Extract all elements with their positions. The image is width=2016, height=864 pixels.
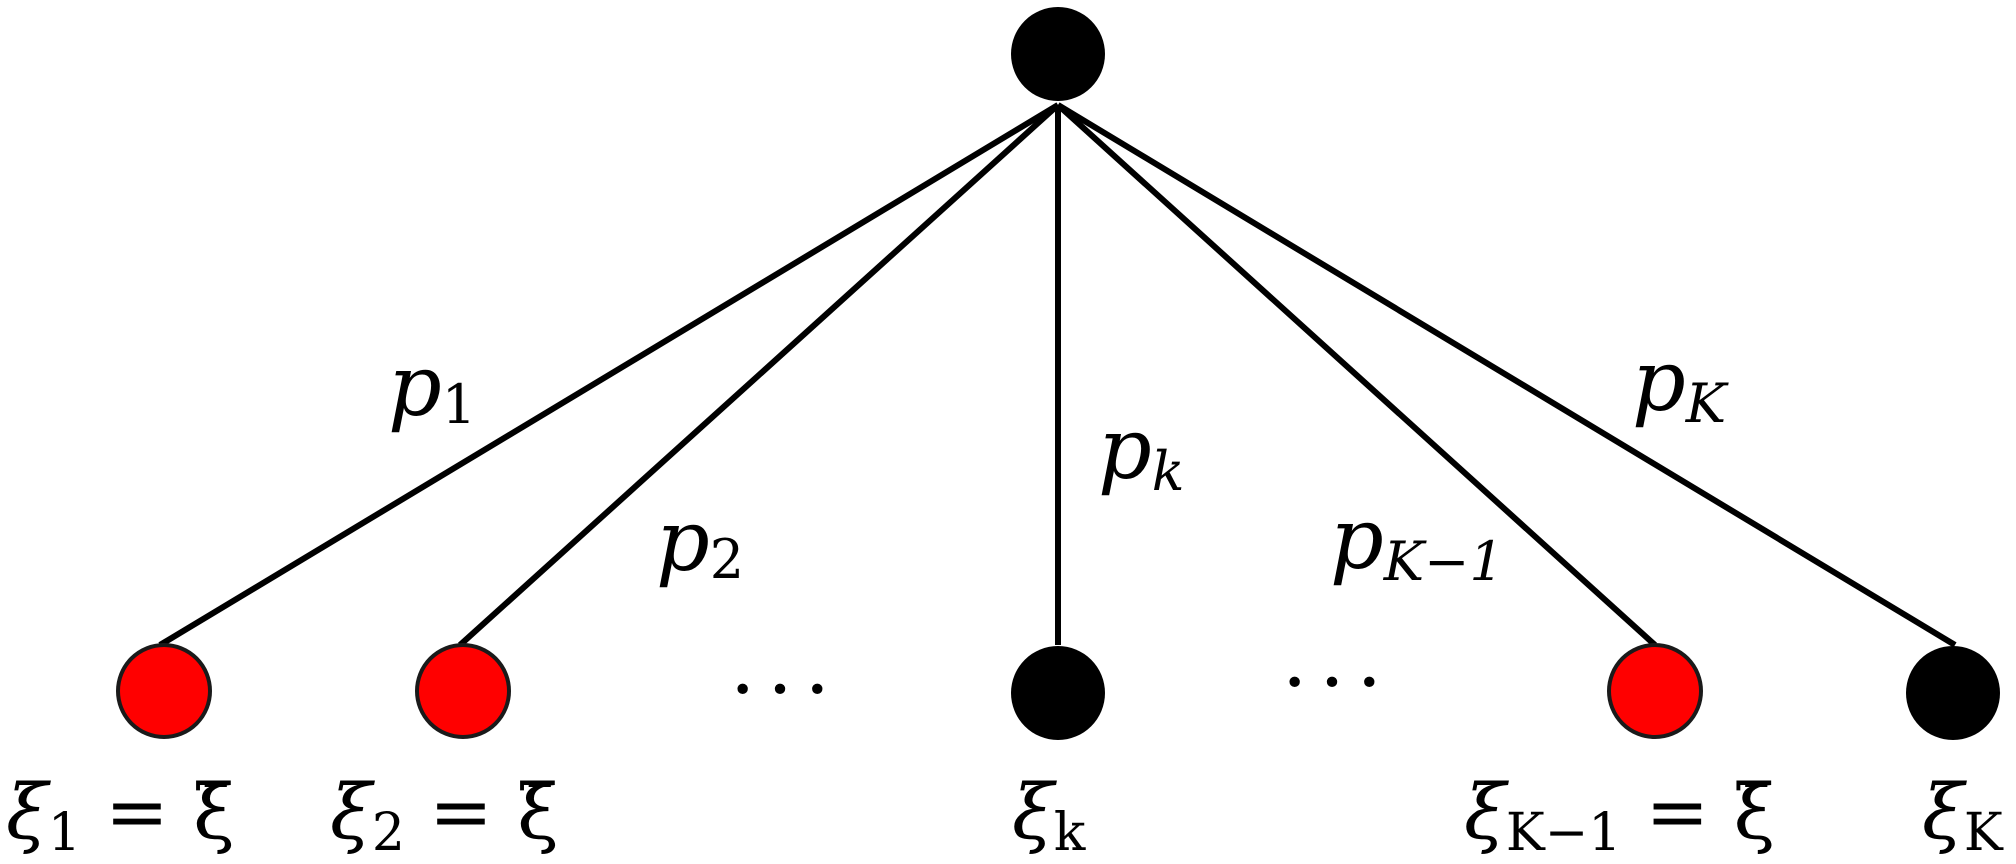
leaf-label-K: ξK — [1922, 767, 2004, 863]
leaf-label-2: ξ2 = ξ̄ — [330, 767, 559, 863]
leaf-label-1: ξ1 = ξ̄ — [6, 767, 235, 863]
edge-label-K-minus-1: pK−1 — [1330, 490, 1504, 593]
leaf-node-K — [1906, 646, 2000, 740]
leaf-node-k — [1011, 646, 1105, 740]
ellipsis-right: · · · — [1284, 646, 1380, 717]
leaf-node-K-minus-1 — [1607, 643, 1703, 739]
ellipsis-left: · · · — [732, 653, 828, 724]
edge-label-2: p2 — [656, 492, 744, 591]
edge-label-1: p1 — [388, 337, 476, 436]
edge-1 — [158, 102, 1060, 648]
edge-2 — [457, 102, 1061, 648]
edge-K-minus-1 — [1055, 102, 1658, 648]
leaf-node-1 — [116, 643, 212, 739]
root-node — [1011, 7, 1105, 101]
leaf-label-k: ξk — [1012, 767, 1086, 863]
leaf-node-2 — [415, 643, 511, 739]
edge-label-k: pk — [1098, 400, 1185, 503]
leaf-label-K-minus-1: ξK−1 = ξ̄ — [1464, 767, 1775, 863]
edge-label-K: pK — [1632, 332, 1729, 435]
edge-K — [1056, 102, 1957, 648]
